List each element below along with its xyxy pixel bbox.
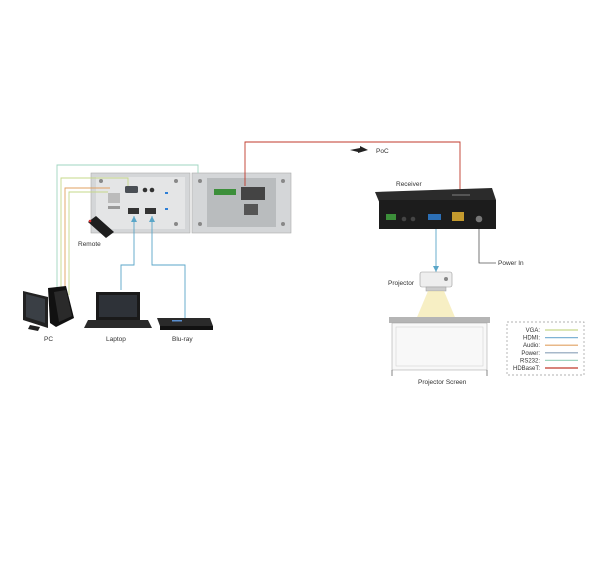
legend-label: HDBaseT: (513, 366, 540, 372)
legend-label: VGA: (526, 328, 541, 334)
legend-label: Power: (521, 351, 540, 357)
projector-arrow-icon (433, 266, 439, 272)
receiver-label: Receiver (396, 181, 422, 188)
bluray-label: Blu-ray (172, 336, 193, 343)
hdmi-cables (120, 216, 186, 318)
power-in-label: Power In (498, 260, 524, 267)
legend-label: HDMI: (523, 336, 540, 342)
pc-cables (56, 164, 199, 295)
projector-icon (419, 271, 453, 292)
wall-plate-transmitter (90, 172, 191, 234)
legend-label: Audio: (523, 343, 540, 349)
remote-icon (88, 216, 114, 238)
bluray-icon (157, 318, 213, 330)
projector-label: Projector (388, 280, 415, 287)
poc-label: PoC (376, 148, 389, 155)
projector-screen (389, 317, 490, 376)
power-cable (478, 229, 496, 264)
hdbaset-cable (244, 141, 461, 215)
bluray-arrow-icon (149, 216, 155, 222)
remote-label: Remote (78, 241, 101, 248)
legend-label: RS232: (520, 358, 540, 364)
projector-screen-label: Projector Screen (418, 379, 467, 386)
receiver-device (375, 188, 496, 229)
pc-icon (23, 286, 74, 331)
wall-plate-hdbaset (191, 172, 292, 234)
legend: VGA: HDMI:Audio: Power:RS232: HDBaseT: (506, 321, 585, 376)
laptop-label: Laptop (106, 336, 126, 343)
laptop-icon (84, 292, 152, 328)
poc-arrow-icon (350, 146, 368, 153)
pc-label: PC (44, 336, 53, 343)
laptop-arrow-icon (131, 216, 137, 222)
